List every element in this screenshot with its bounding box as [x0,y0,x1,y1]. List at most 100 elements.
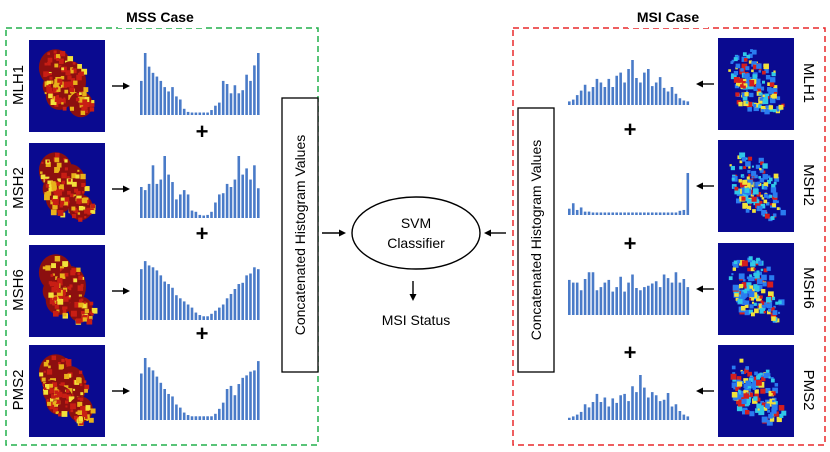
tissue-speck [743,166,747,170]
tissue-speck [740,369,743,373]
msi-histogram [568,375,690,420]
mss-hist-bar [140,80,143,115]
mss-hist-bar [167,393,170,420]
tissue-speck [90,203,95,209]
tissue-speck [61,82,67,88]
tissue-speck [64,159,68,163]
tissue-speck [83,301,87,304]
mss-hist-bar [179,194,182,218]
tissue-speck [58,389,61,393]
tissue-speck [743,383,748,389]
plus-icon: + [624,231,637,256]
tissue-speck [739,160,743,164]
tissue-speck [41,377,46,382]
tissue-speck [741,157,747,162]
mss-hist-bar [159,80,163,115]
tissue-speck [739,152,746,159]
tissue-speck [78,205,84,211]
msi-hist-bar [587,272,591,315]
tissue-speck [81,411,88,418]
msi-hist-bar [575,414,579,420]
tissue-speck [754,78,761,85]
tissue-speck [744,304,749,308]
tissue-speck [89,107,95,112]
tissue-speck [62,261,69,268]
tissue-speck [735,92,740,97]
tissue-speck [754,371,758,376]
msi-hist-bar [654,82,658,105]
tissue-speck [749,411,755,417]
tissue-speck [71,194,77,200]
tissue-speck [71,181,77,187]
msi-hist-bar [599,212,603,215]
msi-hist-bar [654,281,658,315]
tissue-speck [80,110,86,116]
tissue-speck [70,78,75,83]
mss-hist-bar [249,273,252,320]
msi-tissue-image [718,243,794,335]
mss-histogram [140,156,260,218]
tissue-speck [46,399,49,402]
tissue-speck [775,301,779,305]
msi-hist-bar [615,212,618,215]
tissue-speck [771,404,778,411]
tissue-speck [54,99,58,103]
tissue-speck [764,108,770,115]
tissue-speck [768,376,771,379]
tissue-speck [736,259,741,264]
tissue-speck [765,403,770,409]
tissue-speck [55,283,59,287]
tissue-speck [736,394,742,400]
mss-hist-bar [151,267,155,320]
tissue-speck [771,378,774,382]
tissue-speck [54,255,61,262]
tissue-speck [48,86,51,89]
tissue-speck [77,285,84,291]
mss-hist-bar [175,404,178,420]
tissue-speck [767,281,774,288]
tissue-speck [89,311,93,315]
tissue-speck [769,77,776,83]
mss-hist-bar [163,156,166,218]
mss-hist-bar [179,298,182,320]
tissue-speck [735,297,739,301]
tissue-speck [748,166,751,169]
tissue-speck [772,203,776,208]
tissue-speck [83,103,87,107]
tissue-speck [84,209,89,214]
tissue-speck [767,87,772,92]
tissue-speck [771,408,777,414]
mss-hist-bar [237,284,241,320]
mss-hist-bar [214,202,217,218]
tissue-speck [52,195,58,201]
tissue-speck [762,98,769,105]
mss-hist-bar [202,316,205,320]
tissue-speck [64,89,69,94]
tissue-speck [778,300,782,305]
tissue-speck [89,301,94,306]
msi-hist-bar [603,282,607,315]
msi-hist-bar [587,211,591,215]
tissue-speck [69,87,75,93]
mss-hist-bar [257,53,260,115]
tissue-speck [767,291,774,298]
msi-hist-bar [662,399,666,420]
tissue-speck [78,275,83,280]
tissue-speck [769,97,776,104]
mss-concat-label: Concatenated Histogram Values [292,135,308,336]
tissue-speck [732,372,736,376]
tissue-speck [746,282,752,288]
msi-hist-bar [666,212,670,215]
mss-hist-bar [163,281,166,320]
tissue-speck [756,403,762,409]
msi-hist-bar [579,411,583,420]
msi-status-label: MSI Status [382,312,450,328]
tissue-speck [731,365,736,370]
tissue-speck [752,188,759,195]
msi-hist-bar [615,287,618,315]
mss-hist-bar [159,275,163,320]
tissue-speck [48,73,52,77]
msi-hist-bar [643,287,646,315]
msi-hist-bar [647,69,650,105]
msi-hist-bar [643,212,646,215]
